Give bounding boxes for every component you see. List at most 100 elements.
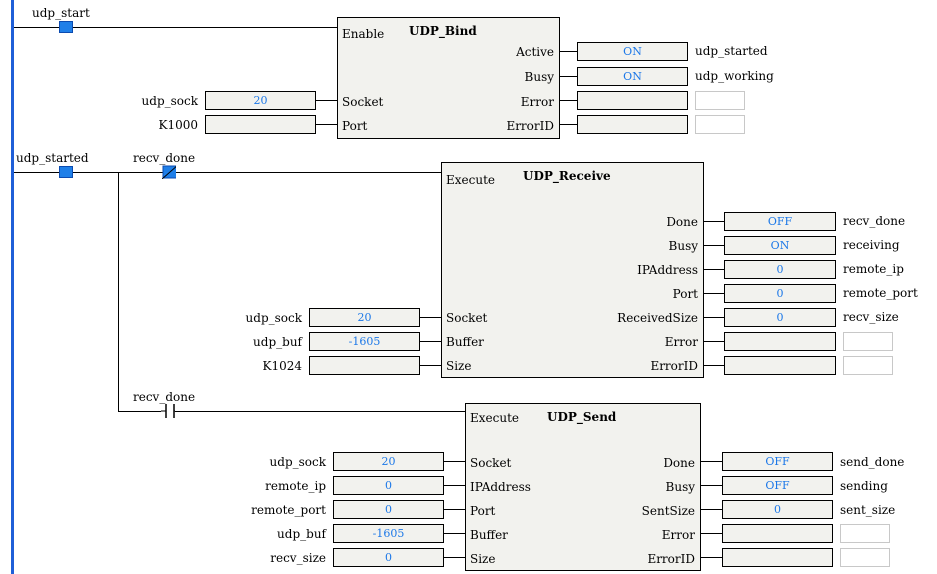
contact-label-udp-started: udp_started: [16, 151, 89, 165]
var-udp-sock: udp_sock: [141, 94, 198, 108]
pin-ipaddress: IPAddress: [470, 480, 531, 494]
wire: [444, 509, 465, 510]
wire: [704, 221, 725, 222]
empty-var-errorid[interactable]: [695, 115, 745, 134]
wire: [701, 485, 723, 486]
value-port[interactable]: 0: [724, 284, 836, 303]
value-error[interactable]: [724, 332, 836, 351]
wire: [704, 317, 725, 318]
value-errorid[interactable]: [577, 115, 688, 134]
pin-done: Done: [663, 456, 695, 470]
value-udp-sock[interactable]: 20: [333, 452, 444, 471]
pin-socket: Socket: [470, 456, 512, 470]
wire: [701, 533, 723, 534]
var-recv-size: recv_size: [843, 310, 899, 324]
fb-title: UDP_Receive: [523, 169, 611, 183]
wire: [560, 51, 578, 52]
value-error[interactable]: [577, 91, 688, 110]
value-sentsize[interactable]: 0: [722, 500, 833, 519]
empty-var-errorid[interactable]: [843, 356, 893, 375]
contact-label-recv-done-no: recv_done: [133, 390, 196, 404]
value-udp-sock[interactable]: 20: [309, 308, 420, 327]
pin-receivedsize: ReceivedSize: [617, 311, 698, 325]
left-power-rail: [11, 0, 14, 574]
var-recv-size: recv_size: [270, 551, 326, 565]
pin-ipaddress: IPAddress: [637, 263, 698, 277]
value-udp-buf[interactable]: -1605: [309, 332, 420, 351]
value-udp-sock[interactable]: 20: [205, 91, 316, 110]
pin-busy: Busy: [668, 239, 698, 253]
value-remote-port[interactable]: 0: [333, 500, 444, 519]
wire: [701, 557, 723, 558]
var-udp-buf: udp_buf: [253, 335, 302, 349]
wire: [420, 365, 441, 366]
value-receivedsize[interactable]: 0: [724, 308, 836, 327]
fb-title: UDP_Bind: [409, 24, 477, 38]
value-active[interactable]: ON: [577, 42, 688, 61]
pin-done: Done: [666, 215, 698, 229]
value-k1024[interactable]: [309, 356, 420, 375]
var-remote-ip: remote_ip: [843, 262, 904, 276]
rung3-wire: [118, 411, 466, 412]
wire: [444, 557, 465, 558]
var-sending: sending: [840, 479, 888, 493]
contact-udp-start[interactable]: [59, 21, 73, 33]
pin-active: Active: [516, 45, 554, 59]
value-remote-ip[interactable]: 0: [333, 476, 444, 495]
pin-execute: Execute: [446, 173, 496, 187]
value-udp-buf[interactable]: -1605: [333, 524, 444, 543]
rung2-wire: [14, 172, 442, 173]
wire: [701, 509, 723, 510]
value-busy[interactable]: ON: [724, 236, 836, 255]
pin-errorid: ErrorID: [506, 119, 554, 133]
pin-enable: Enable: [342, 27, 385, 41]
contact-label-udp-start: udp_start: [32, 6, 90, 20]
wire: [444, 533, 465, 534]
var-remote-port: remote_port: [843, 286, 918, 300]
var-send-done: send_done: [840, 455, 905, 469]
value-k1000[interactable]: [205, 115, 316, 134]
wire: [704, 245, 725, 246]
var-udp-sock: udp_sock: [245, 311, 302, 325]
value-errorid[interactable]: [724, 356, 836, 375]
value-ipaddress[interactable]: 0: [724, 260, 836, 279]
pin-port: Port: [672, 287, 698, 301]
contact-recv-done-nc[interactable]: [162, 165, 176, 179]
var-udp-sock: udp_sock: [269, 455, 326, 469]
pin-port: Port: [470, 504, 496, 518]
const-k1000: K1000: [158, 118, 198, 132]
wire: [704, 293, 725, 294]
fb-udp-send[interactable]: UDP_Send Execute Socket IPAddress Port B…: [465, 403, 701, 571]
var-udp-started: udp_started: [695, 44, 768, 58]
const-k1024: K1024: [262, 359, 302, 373]
value-busy[interactable]: ON: [577, 67, 688, 86]
var-remote-ip: remote_ip: [265, 479, 326, 493]
value-error[interactable]: [722, 524, 833, 543]
wire: [704, 365, 725, 366]
value-errorid[interactable]: [722, 548, 833, 567]
rung1-wire: [14, 27, 338, 28]
branch-vertical: [118, 172, 119, 412]
pin-size: Size: [470, 552, 496, 566]
wire: [560, 100, 578, 101]
wire: [701, 461, 723, 462]
empty-var-errorid[interactable]: [840, 548, 890, 567]
pin-sentsize: SentSize: [641, 504, 695, 518]
value-done[interactable]: OFF: [724, 212, 836, 231]
wire: [420, 317, 441, 318]
contact-udp-started[interactable]: [59, 166, 73, 178]
value-recv-size[interactable]: 0: [333, 548, 444, 567]
fb-udp-receive[interactable]: UDP_Receive Execute Socket Buffer Size D…: [441, 162, 704, 378]
contact-recv-done-no[interactable]: [161, 404, 175, 418]
contact-label-recv-done-nc: recv_done: [133, 151, 196, 165]
pin-errorid: ErrorID: [647, 552, 695, 566]
pin-error: Error: [520, 95, 554, 109]
empty-var-error[interactable]: [840, 524, 890, 543]
value-done[interactable]: OFF: [722, 452, 833, 471]
pin-execute: Execute: [470, 411, 520, 425]
value-busy[interactable]: OFF: [722, 476, 833, 495]
empty-var-error[interactable]: [843, 332, 893, 351]
fb-udp-bind[interactable]: UDP_Bind Enable Socket Port Active Busy …: [337, 17, 560, 139]
pin-buffer: Buffer: [470, 528, 508, 542]
empty-var-error[interactable]: [695, 91, 745, 110]
